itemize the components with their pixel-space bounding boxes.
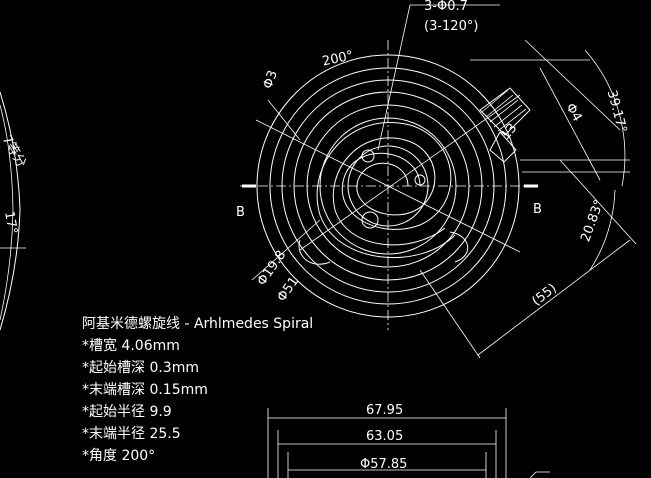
left-fragment-text: 7等分 <box>0 133 30 171</box>
note-end-radius: *末端半径 25.5 <box>82 426 181 442</box>
note-start-radius: *起始半径 9.9 <box>82 404 172 420</box>
dim-57-label: Φ57.85 <box>360 457 407 472</box>
left-view-fragment: 7等分 17° <box>0 91 30 331</box>
note-angle: *角度 200° <box>82 448 156 464</box>
section-label-right: B <box>533 202 542 217</box>
bottom-dimensions: 67.95 63.05 Φ57.85 <box>267 403 550 478</box>
note-groove-width: *槽宽 4.06mm <box>82 338 180 354</box>
angle-20-label: 20.83° <box>578 198 607 244</box>
notes-title: 阿基米德螺旋线 - Arhlmedes Spiral <box>82 316 314 332</box>
note-start-depth: *起始槽深 0.3mm <box>82 360 199 376</box>
hole-detail: Φ4 39.17° 20.83° 13 <box>470 39 630 271</box>
radius-13-label: 13 <box>498 121 520 143</box>
spiral-notes: 阿基米德螺旋线 - Arhlmedes Spiral *槽宽 4.06mm *起… <box>82 313 313 467</box>
section-label-left: B <box>236 205 245 220</box>
dia-3-label: Φ3 <box>261 68 281 91</box>
hole-callout: 3-Φ0.7 <box>424 0 468 14</box>
dim-63-label: 63.05 <box>366 429 403 444</box>
dim-67-label: 67.95 <box>366 403 403 418</box>
angle-39-label: 39.17° <box>604 89 630 135</box>
spiral-angle-label: 200° <box>321 48 355 69</box>
left-fragment-angle: 17° <box>1 210 20 235</box>
hole-spacing: (3-120°) <box>424 19 478 34</box>
note-end-depth: *末端槽深 0.15mm <box>82 382 208 398</box>
dia-4-label: Φ4 <box>562 101 584 125</box>
spiral-plate-view: B B 3-Φ0.7 (3-120°) 200° Φ3 Φ4 <box>236 0 637 359</box>
dia-51-label: Φ51 <box>274 274 302 305</box>
